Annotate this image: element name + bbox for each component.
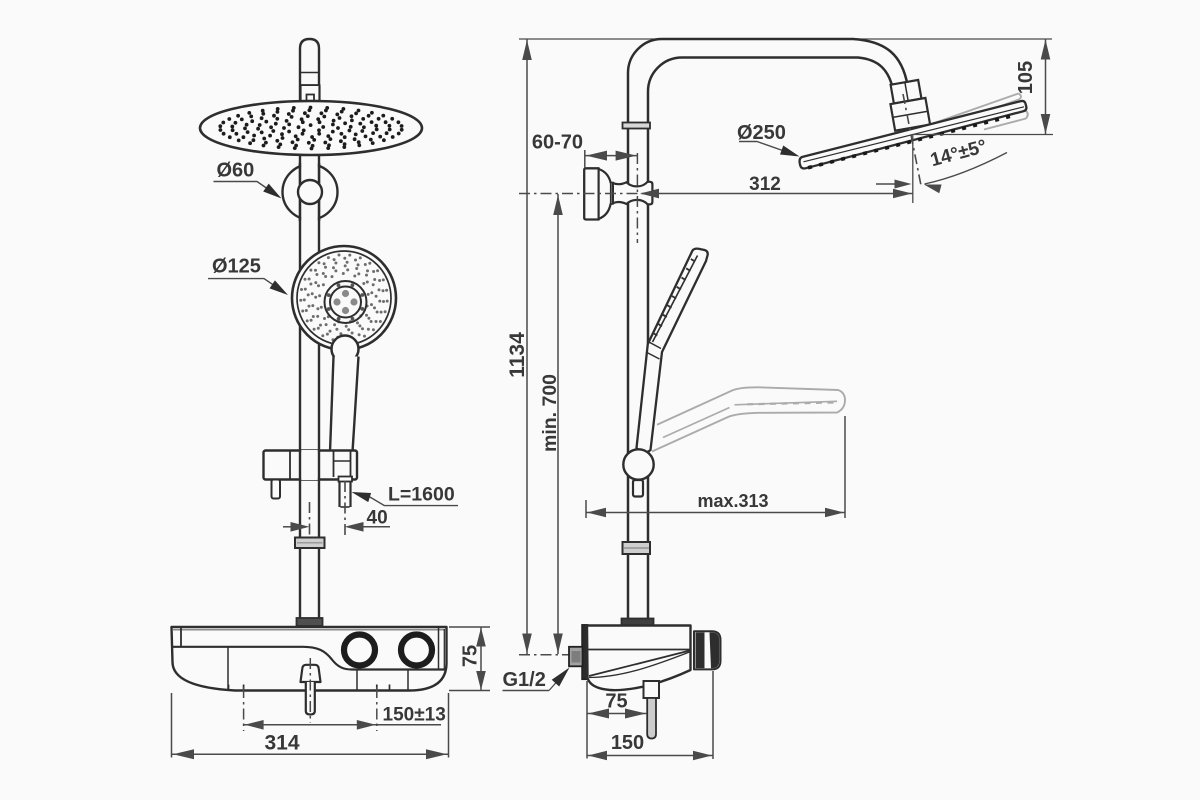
- svg-text:75: 75: [460, 645, 482, 667]
- svg-text:L=1600: L=1600: [388, 484, 455, 506]
- svg-text:Ø60: Ø60: [217, 160, 255, 182]
- svg-text:150: 150: [611, 732, 644, 754]
- svg-text:Ø125: Ø125: [212, 256, 261, 278]
- svg-text:G1/2: G1/2: [503, 669, 546, 691]
- svg-text:105: 105: [1015, 61, 1037, 94]
- svg-text:1134: 1134: [506, 332, 529, 378]
- svg-text:60-70: 60-70: [532, 132, 583, 154]
- svg-text:40: 40: [367, 508, 388, 529]
- svg-text:150±13: 150±13: [383, 705, 446, 726]
- svg-text:Ø250: Ø250: [737, 122, 786, 144]
- svg-text:75: 75: [605, 691, 627, 713]
- svg-text:312: 312: [749, 174, 781, 195]
- svg-text:min. 700: min. 700: [539, 374, 561, 452]
- svg-text:max.313: max.313: [697, 491, 768, 511]
- svg-text:314: 314: [264, 732, 299, 755]
